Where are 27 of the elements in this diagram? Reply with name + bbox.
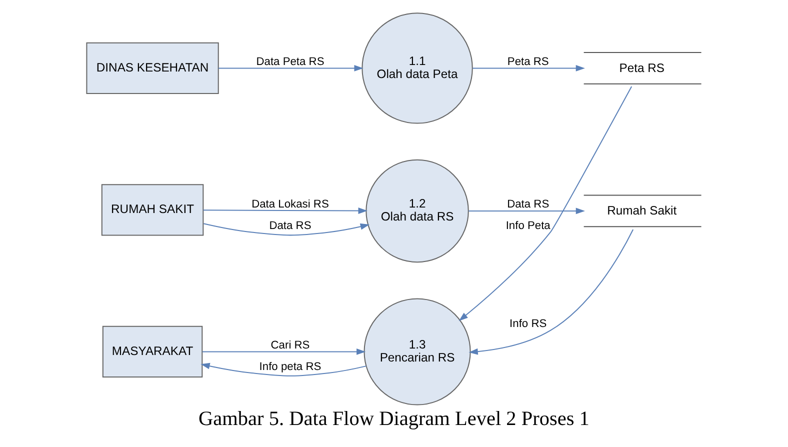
arrow bbox=[200, 362, 366, 376]
edge-label: Info RS bbox=[510, 318, 547, 330]
edge-label: Cari RS bbox=[270, 338, 310, 351]
edge-label: Peta RS bbox=[507, 55, 549, 68]
node-box: MASYARAKAT bbox=[102, 325, 203, 378]
edge-label: Data Lokasi RS bbox=[252, 198, 329, 210]
arrow bbox=[218, 64, 364, 71]
node-circle: 1.1 Olah data Peta bbox=[362, 12, 473, 124]
node-text: Peta RS bbox=[619, 60, 664, 74]
edge-label: Data RS bbox=[269, 220, 312, 232]
arrow bbox=[203, 207, 368, 214]
edge-label: Data Peta RS bbox=[256, 55, 324, 68]
arrow bbox=[468, 228, 634, 354]
arrow bbox=[472, 64, 585, 71]
node-box: RUMAH SAKIT bbox=[101, 184, 204, 236]
edge-label: Info peta RS bbox=[259, 360, 322, 372]
edge-label: Data RS bbox=[507, 198, 550, 210]
arrow bbox=[468, 207, 585, 214]
node-box: DINAS KESEHATAN bbox=[86, 42, 219, 94]
arrow bbox=[202, 348, 366, 354]
arrow bbox=[458, 86, 632, 320]
edge-label: Info Peta bbox=[506, 220, 550, 232]
node-circle: 1.2 Olah data RS bbox=[366, 158, 469, 262]
node-text: Rumah Sakit bbox=[607, 203, 677, 218]
arrow bbox=[204, 222, 370, 236]
node-circle: 1.3 Pencarian RS bbox=[364, 298, 471, 405]
caption: Gambar 5. Data Flow Diagram Level 2 Proses 1 bbox=[198, 407, 590, 430]
